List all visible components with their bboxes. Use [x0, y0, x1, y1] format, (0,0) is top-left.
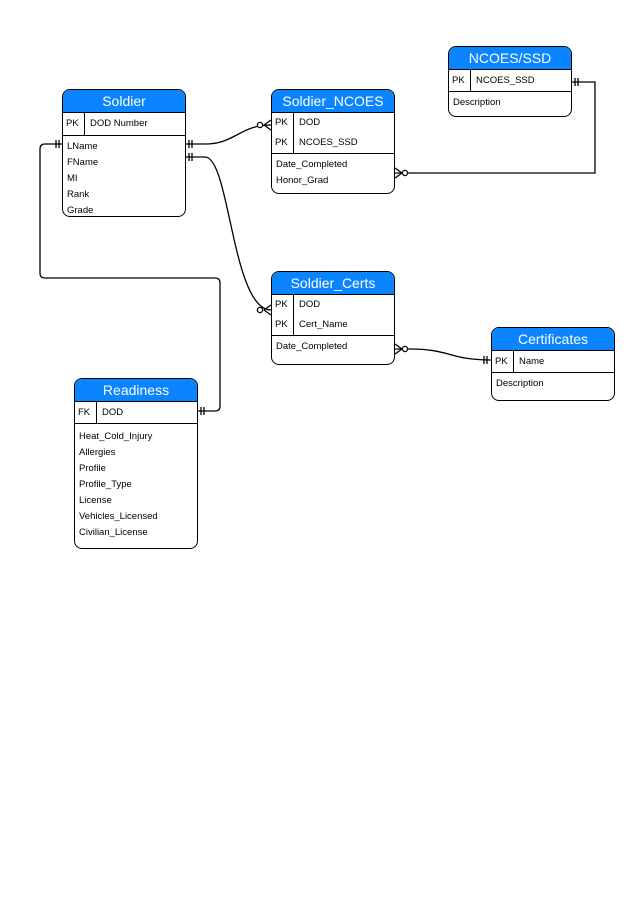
entity-title: Soldier_NCOES [272, 90, 394, 113]
key-section: PK DOD PK NCOES_SSD [272, 113, 394, 154]
entity-readiness[interactable]: Readiness FK DOD Heat_Cold_Injury Allerg… [74, 378, 198, 549]
key-tag: PK [272, 315, 294, 335]
attribute-list: Date_Completed Honor_Grad [272, 154, 394, 189]
entity-title: Soldier_Certs [272, 272, 394, 295]
key-tag: FK [75, 402, 97, 423]
key-row: PK DOD Number [63, 113, 185, 135]
attribute: MI [67, 173, 78, 184]
attribute: Description [496, 378, 544, 389]
attribute: Description [453, 97, 501, 108]
key-section: PK DOD PK Cert_Name [272, 295, 394, 336]
key-tag: PK [272, 295, 294, 315]
entity-title: Readiness [75, 379, 197, 402]
key-name: DOD [299, 299, 321, 310]
link-soldier-soldier-certs [186, 156, 272, 311]
entity-title: Certificates [492, 328, 614, 351]
entity-certificates[interactable]: Certificates PK Name Description [491, 327, 615, 401]
attribute: License [79, 495, 112, 506]
key-section: PK NCOES_SSD [449, 70, 571, 92]
attribute: Date_Completed [276, 159, 348, 170]
key-name: DOD [102, 407, 124, 418]
attribute: Profile [79, 463, 106, 474]
attribute-list: Description [492, 373, 614, 392]
key-row: FK DOD [75, 402, 197, 423]
attribute-list: Date_Completed [272, 336, 394, 355]
key-row: PK Name [492, 351, 614, 372]
entity-title: NCOES/SSD [449, 47, 571, 70]
key-tag: PK [492, 351, 514, 372]
key-row: PK DOD [272, 113, 394, 133]
attribute: Date_Completed [276, 341, 348, 352]
link-soldier-readiness [39, 143, 221, 412]
attribute: Civilian_License [79, 527, 148, 538]
key-section: FK DOD [75, 402, 197, 424]
key-row: PK Cert_Name [272, 315, 394, 335]
entity-soldier[interactable]: Soldier PK DOD Number LName FName MI Ran… [62, 89, 186, 217]
attribute: Honor_Grad [276, 175, 329, 186]
attribute: FName [67, 157, 99, 168]
attribute: Rank [67, 189, 90, 200]
entity-ncoes-ssd[interactable]: NCOES/SSD PK NCOES_SSD Description [448, 46, 572, 117]
entity-title: Soldier [63, 90, 185, 113]
key-tag: PK [272, 113, 294, 133]
key-tag: PK [272, 133, 294, 153]
key-section: PK Name [492, 351, 614, 373]
entity-soldier-ncoes[interactable]: Soldier_NCOES PK DOD PK NCOES_SSD Date_C… [271, 89, 395, 194]
key-name: NCOES_SSD [476, 75, 535, 86]
key-row: PK NCOES_SSD [449, 70, 571, 91]
link-soldier-soldier-ncoes [186, 124, 272, 145]
key-tag: PK [63, 113, 85, 135]
link-soldier-certs-certificates [395, 348, 492, 361]
attribute: Heat_Cold_Injury [79, 431, 153, 442]
attribute: Grade [67, 205, 94, 216]
attribute-list: Heat_Cold_Injury Allergies Profile Profi… [75, 424, 197, 541]
key-name: DOD Number [90, 118, 148, 129]
attribute-list: Description [449, 92, 571, 111]
key-row: PK DOD [272, 295, 394, 315]
key-name: DOD [299, 117, 321, 128]
key-row: PK NCOES_SSD [272, 133, 394, 153]
key-name: Name [519, 356, 545, 367]
key-section: PK DOD Number [63, 113, 185, 136]
attribute: Profile_Type [79, 479, 132, 490]
entity-soldier-certs[interactable]: Soldier_Certs PK DOD PK Cert_Name Date_C… [271, 271, 395, 365]
key-name: NCOES_SSD [299, 137, 358, 148]
attribute: Vehicles_Licensed [79, 511, 158, 522]
attribute: LName [67, 141, 98, 152]
key-tag: PK [449, 70, 471, 91]
link-ncoes-ssd-soldier-ncoes [395, 81, 596, 174]
attribute: Allergies [79, 447, 116, 458]
key-name: Cert_Name [299, 319, 348, 330]
attribute-list: LName FName MI Rank Grade [63, 136, 185, 216]
